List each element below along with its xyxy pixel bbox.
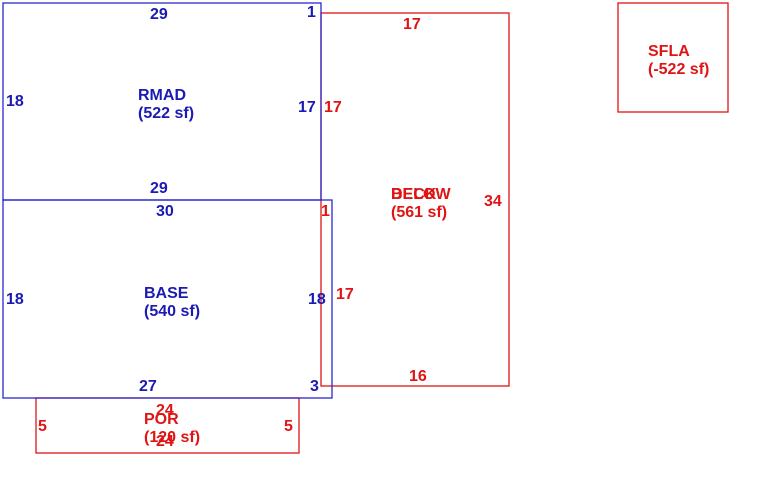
base-dim-corner-bottom: 3 — [310, 378, 319, 395]
por-dim-right: 5 — [284, 418, 293, 435]
base-dim-bottom: 27 — [139, 378, 157, 395]
deck-dim-top: 17 — [403, 16, 421, 33]
base-dim-right: 18 — [308, 291, 326, 308]
deck-dim-right: 34 — [484, 193, 502, 210]
base-dim-left: 18 — [6, 291, 24, 308]
deck-dim-bottom: 16 — [409, 368, 427, 385]
rmad-dim-left: 18 — [6, 93, 24, 110]
base-dim-corner-top: 1 — [321, 203, 330, 220]
rmad-dim-bottom: 29 — [150, 180, 168, 197]
por-dim-top: 24 — [156, 402, 174, 419]
base-dim-top: 30 — [156, 203, 174, 220]
deck-dim-left-lower: 17 — [336, 286, 354, 303]
por-dim-left: 5 — [38, 418, 47, 435]
base-label: BASE — [144, 285, 189, 302]
por-area: (120 sf) — [144, 429, 200, 446]
base-area: (540 sf) — [144, 303, 200, 320]
deck-area: (561 sf) — [391, 204, 447, 221]
sfla-outline — [617, 2, 729, 113]
deck-label: DECK — [391, 186, 437, 203]
rmad-dim-corner: 1 — [307, 4, 316, 21]
rmad-dim-top: 29 — [150, 6, 168, 23]
base-outline — [2, 199, 333, 399]
por-label: POR — [144, 411, 179, 428]
sfla-area: (-522 sf) — [648, 61, 709, 78]
deck-dim-left-upper: 17 — [324, 99, 342, 116]
rmad-label: RMAD — [138, 87, 186, 104]
rmad-area: (522 sf) — [138, 105, 194, 122]
por-dim-bottom: 24 — [156, 433, 174, 450]
sfla-label: SFLA — [648, 43, 690, 60]
rmad-dim-right: 17 — [298, 99, 316, 116]
deck-label-overlap: BELOW — [391, 186, 451, 203]
